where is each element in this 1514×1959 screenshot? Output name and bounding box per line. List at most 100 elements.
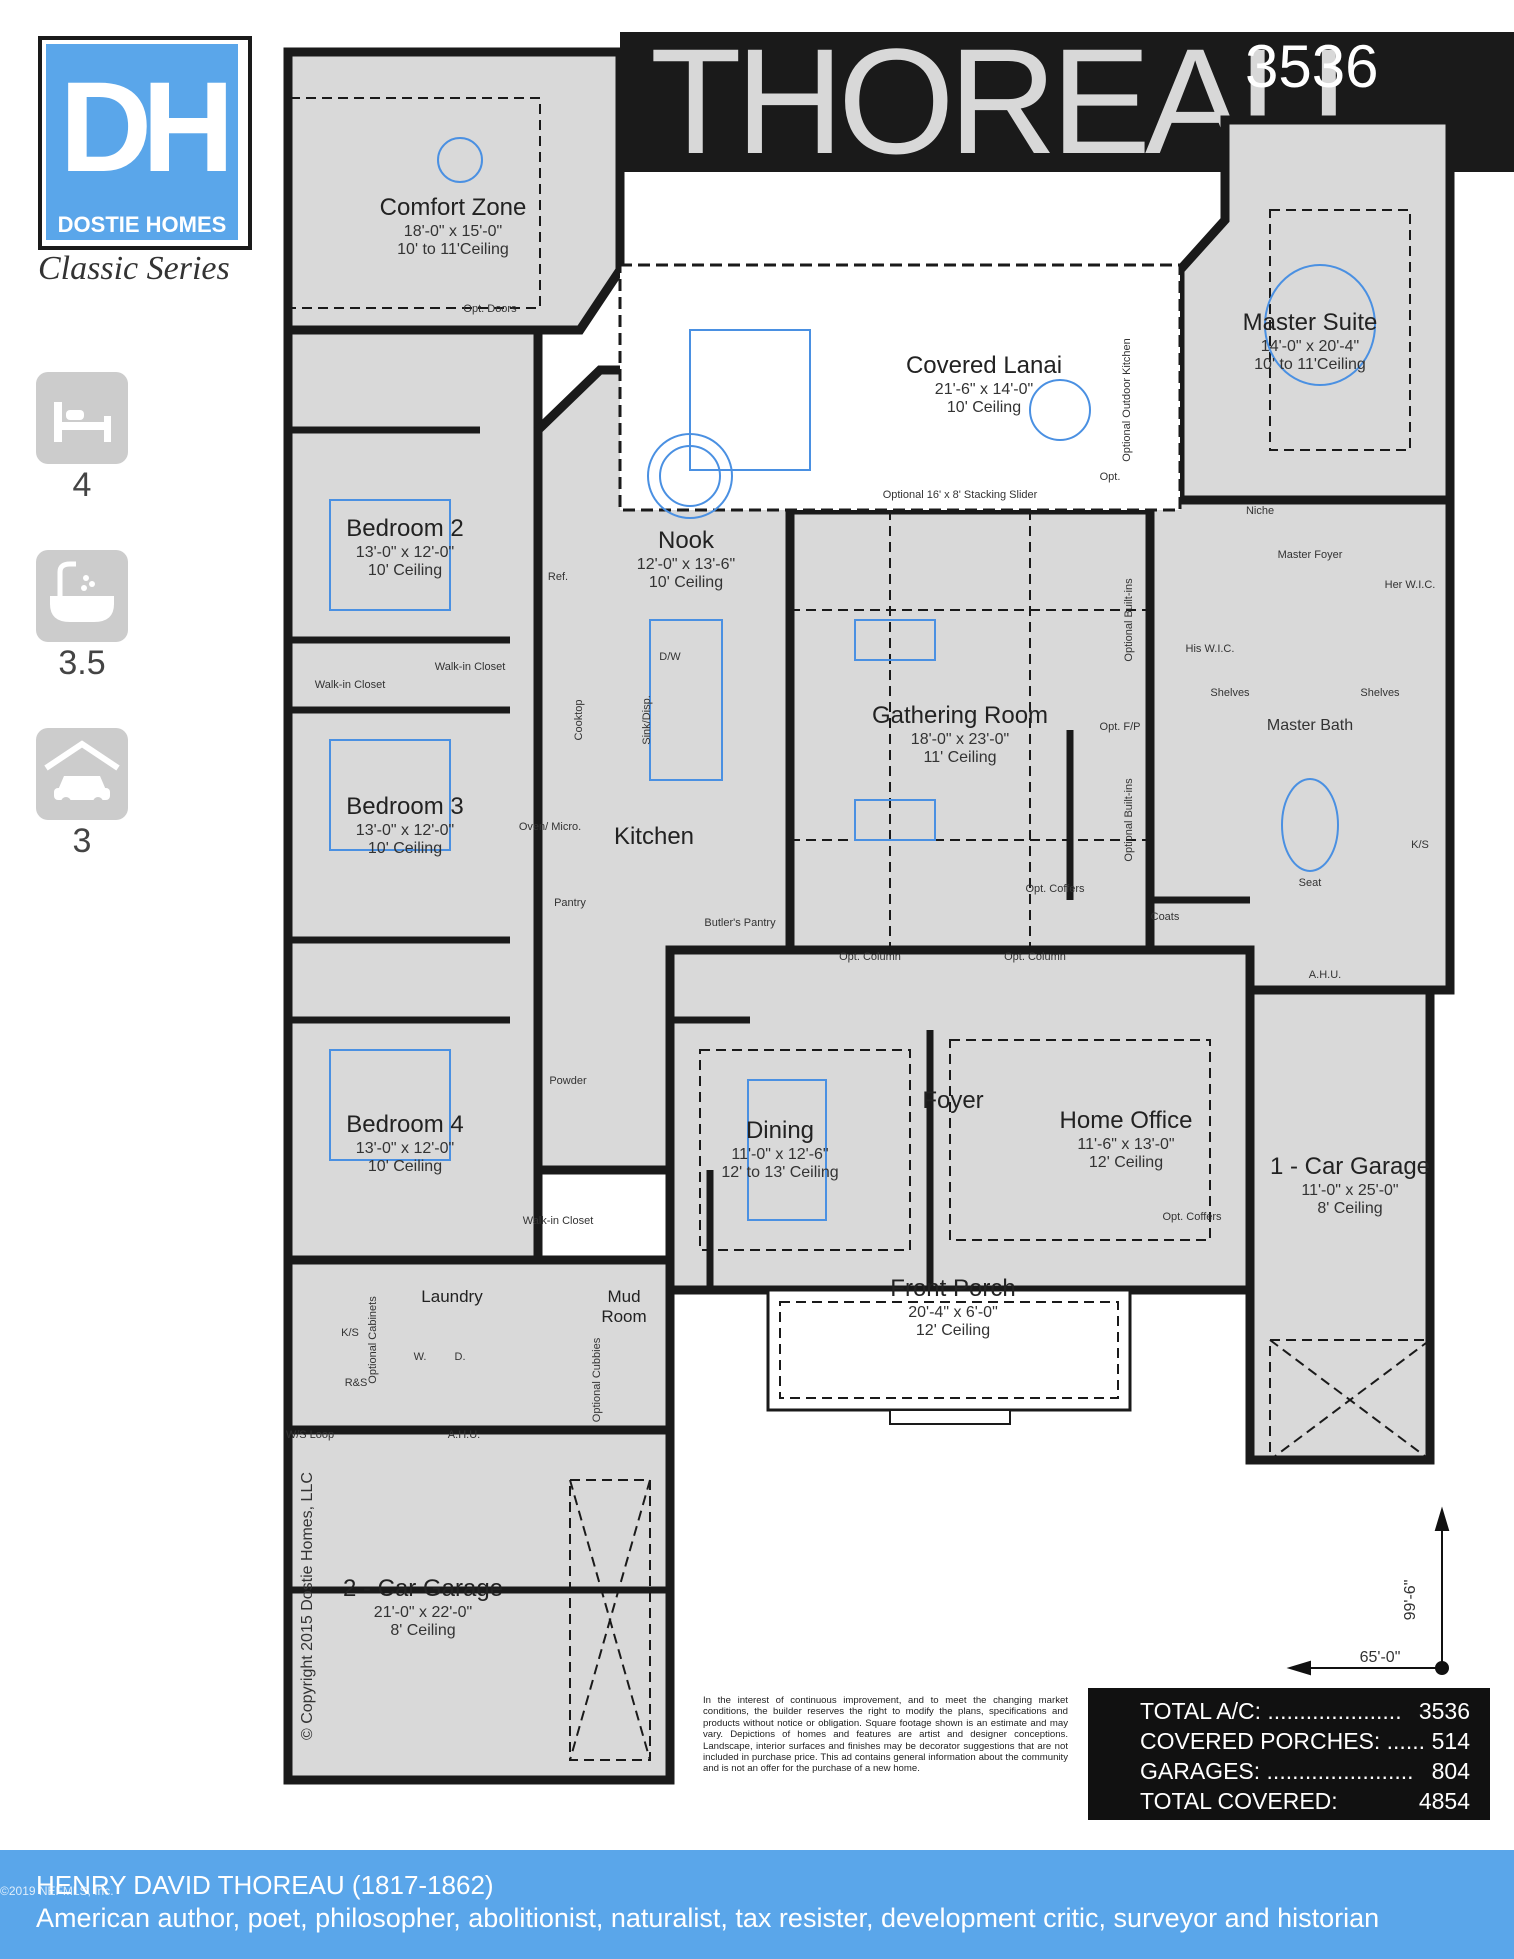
- floor-plan: Comfort Zone 18'-0" x 15'-0" 10' to 11'C…: [283, 47, 1455, 1785]
- svg-text:Optional 16' x 8' Stacking Sli: Optional 16' x 8' Stacking Slider: [883, 489, 1038, 501]
- svg-text:Walk-in Closet: Walk-in Closet: [435, 661, 506, 673]
- svg-text:Niche: Niche: [1246, 505, 1274, 517]
- svg-text:K/S: K/S: [341, 1327, 359, 1339]
- bathtub-icon: [36, 550, 128, 642]
- svg-text:A.H.U.: A.H.U.: [448, 1429, 480, 1441]
- svg-text:His W.I.C.: His W.I.C.: [1186, 643, 1235, 655]
- svg-text:11'-0" x 12'-6": 11'-0" x 12'-6": [731, 1146, 828, 1163]
- svg-text:18'-0" x 15'-0": 18'-0" x 15'-0": [404, 223, 502, 240]
- svg-text:10' Ceiling: 10' Ceiling: [368, 840, 442, 857]
- room-1-car-garage: 1 - Car Garage: [1270, 1153, 1430, 1180]
- svg-text:11'-0" x 25'-0": 11'-0" x 25'-0": [1301, 1182, 1398, 1199]
- svg-text:Opt. Coffers: Opt. Coffers: [1162, 1211, 1222, 1223]
- svg-text:Butler's Pantry: Butler's Pantry: [704, 917, 776, 929]
- svg-text:11'-6" x 13'-0": 11'-6" x 13'-0": [1077, 1136, 1174, 1153]
- mls-watermark: ©2019 NEFMLS, Inc.: [0, 1884, 114, 1898]
- footer-description: American author, poet, philosopher, abol…: [36, 1903, 1380, 1933]
- svg-text:Shelves: Shelves: [1210, 687, 1250, 699]
- svg-text:18'-0" x 23'-0": 18'-0" x 23'-0": [911, 731, 1009, 748]
- svg-text:12' Ceiling: 12' Ceiling: [916, 1322, 990, 1339]
- room-kitchen: Kitchen: [614, 823, 694, 850]
- svg-text:10' to 11'Ceiling: 10' to 11'Ceiling: [1254, 356, 1366, 373]
- bathroom-count: 3.5: [58, 644, 106, 682]
- footer-name: HENRY DAVID THOREAU (1817-1862): [36, 1870, 494, 1900]
- svg-text:© Copyright 2015 Dostie Homes,: © Copyright 2015 Dostie Homes, LLC: [299, 1472, 316, 1740]
- svg-text:21'-0" x 22'-0": 21'-0" x 22'-0": [374, 1604, 472, 1621]
- logo-letters: DH: [59, 56, 235, 199]
- svg-text:Walk-in Closet: Walk-in Closet: [523, 1215, 594, 1227]
- svg-text:Powder: Powder: [549, 1075, 587, 1087]
- total-ac-row: TOTAL A/C: .....................3536: [1140, 1698, 1470, 1724]
- room-front-porch: Front Porch: [890, 1275, 1015, 1302]
- room-bedroom-2: Bedroom 2: [346, 515, 463, 542]
- walls: [283, 47, 1455, 1785]
- svg-text:Master Bath: Master Bath: [1267, 717, 1353, 734]
- room-labels: Comfort Zone 18'-0" x 15'-0" 10' to 11'C…: [343, 194, 1430, 1639]
- svg-text:Ref.: Ref.: [548, 571, 568, 583]
- svg-text:12' to 13' Ceiling: 12' to 13' Ceiling: [721, 1164, 838, 1181]
- svg-text:Opt. Doors: Opt. Doors: [463, 303, 517, 315]
- svg-text:W.: W.: [414, 1351, 427, 1363]
- svg-text:Optional Cubbies: Optional Cubbies: [591, 1337, 603, 1422]
- room-gathering-room: Gathering Room: [872, 702, 1048, 729]
- svg-text:13'-0" x 12'-0": 13'-0" x 12'-0": [356, 544, 454, 561]
- svg-text:Optional Cabinets: Optional Cabinets: [367, 1296, 379, 1384]
- svg-text:Walk-in Closet: Walk-in Closet: [315, 679, 386, 691]
- room-home-office: Home Office: [1060, 1107, 1193, 1134]
- svg-text:Opt. Column: Opt. Column: [1004, 951, 1066, 963]
- svg-text:Room: Room: [601, 1307, 646, 1326]
- svg-text:D.: D.: [455, 1351, 466, 1363]
- logo-background: [46, 44, 238, 240]
- room-mud: Mud: [607, 1287, 640, 1306]
- furniture-layout: [329, 137, 1376, 1221]
- garage-count: 3: [72, 822, 92, 860]
- room-2-car-garage: 2 - Car Garage: [343, 1575, 503, 1602]
- bed-icon: [36, 372, 128, 464]
- svg-text:Master Foyer: Master Foyer: [1278, 549, 1343, 561]
- room-dining: Dining: [746, 1117, 814, 1144]
- garages-row: GARAGES: .......................804: [1140, 1758, 1470, 1784]
- svg-text:Opt.: Opt.: [1100, 471, 1121, 483]
- svg-text:11' Ceiling: 11' Ceiling: [923, 749, 996, 766]
- svg-text:W/S Loop: W/S Loop: [286, 1429, 334, 1441]
- dimension-arrows: [1286, 1506, 1450, 1676]
- svg-text:10' Ceiling: 10' Ceiling: [368, 562, 442, 579]
- svg-text:Optional Outdoor Kitchen: Optional Outdoor Kitchen: [1121, 338, 1133, 462]
- svg-text:12'-0" x 13'-6": 12'-0" x 13'-6": [637, 556, 735, 573]
- interior-walls: [288, 426, 1250, 1594]
- garage-car-icon: [36, 728, 128, 820]
- plan-number: 3536: [1245, 33, 1379, 100]
- svg-text:20'-4" x 6'-0": 20'-4" x 6'-0": [908, 1304, 998, 1321]
- disclaimer-text: In the interest of continuous improvemen…: [703, 1695, 1068, 1775]
- svg-text:12' Ceiling: 12' Ceiling: [1089, 1154, 1163, 1171]
- svg-text:21'-6" x 14'-0": 21'-6" x 14'-0": [935, 381, 1033, 398]
- svg-text:Oven/ Micro.: Oven/ Micro.: [519, 821, 581, 833]
- svg-text:R&S: R&S: [345, 1377, 368, 1389]
- svg-text:Opt. Coffers: Opt. Coffers: [1025, 883, 1085, 895]
- svg-text:A.H.U.: A.H.U.: [1309, 969, 1341, 981]
- svg-text:8' Ceiling: 8' Ceiling: [390, 1622, 455, 1639]
- svg-text:Cooktop: Cooktop: [573, 700, 585, 741]
- room-comfort-zone: Comfort Zone: [380, 194, 527, 221]
- svg-text:99'-6": 99'-6": [1402, 1580, 1419, 1621]
- svg-text:10' Ceiling: 10' Ceiling: [368, 1158, 442, 1175]
- svg-text:8' Ceiling: 8' Ceiling: [1317, 1200, 1382, 1217]
- series-name: Classic Series: [38, 250, 230, 287]
- fixture-labels: Niche Master Foyer Her W.I.C. His W.I.C.…: [286, 505, 1436, 1740]
- svg-text:65'-0": 65'-0": [1360, 1649, 1401, 1666]
- room-bedroom-3: Bedroom 3: [346, 793, 463, 820]
- svg-text:Shelves: Shelves: [1360, 687, 1400, 699]
- svg-text:10' Ceiling: 10' Ceiling: [947, 399, 1021, 416]
- room-master-suite: Master Suite: [1243, 309, 1378, 336]
- svg-text:Opt. F/P: Opt. F/P: [1100, 721, 1141, 733]
- covered-porches-row: COVERED PORCHES: ......514: [1140, 1728, 1470, 1754]
- total-covered-row: TOTAL COVERED: ............4854: [1140, 1788, 1470, 1841]
- svg-text:13'-0" x 12'-0": 13'-0" x 12'-0": [356, 1140, 454, 1157]
- svg-text:D/W: D/W: [659, 651, 681, 663]
- totals-box: TOTAL A/C: .....................3536 COV…: [1088, 1688, 1490, 1841]
- svg-text:10' Ceiling: 10' Ceiling: [649, 574, 723, 591]
- room-laundry: Laundry: [421, 1287, 483, 1306]
- room-covered-lanai: Covered Lanai: [906, 352, 1062, 379]
- svg-text:Her W.I.C.: Her W.I.C.: [1385, 579, 1436, 591]
- svg-text:Sink/Disp.: Sink/Disp.: [641, 695, 653, 745]
